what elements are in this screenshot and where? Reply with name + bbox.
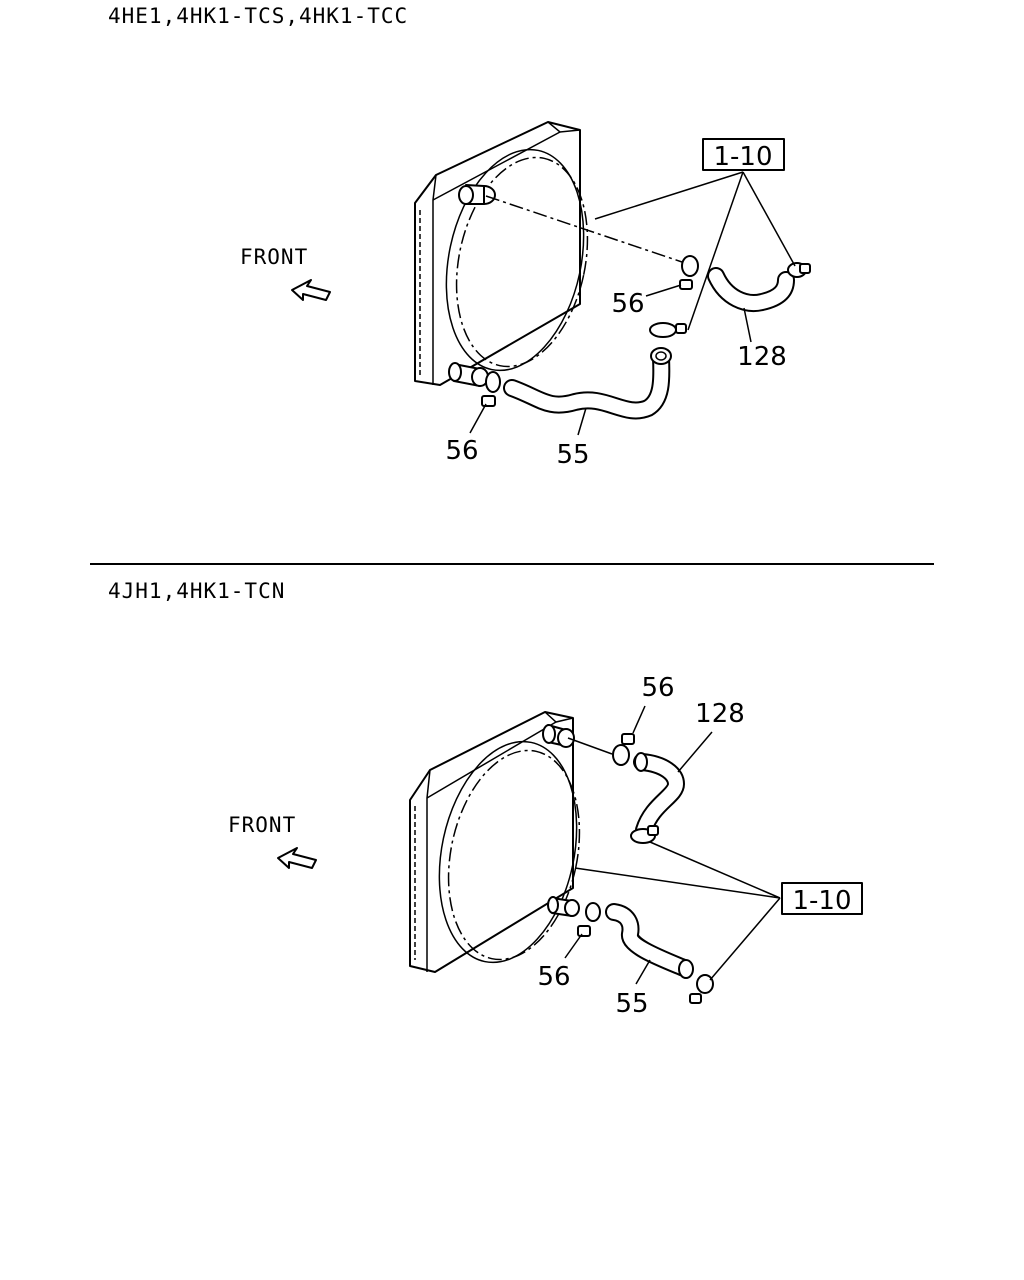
ref-box xyxy=(781,882,863,915)
hose-clamp-icon xyxy=(481,371,501,407)
upper-hose xyxy=(633,752,685,839)
ref-box xyxy=(702,138,785,171)
hose-clamp-icon xyxy=(689,974,714,1004)
upper-hose xyxy=(707,267,795,312)
callout-56-lower: 56 xyxy=(445,436,478,466)
front-label: FRONT xyxy=(228,813,296,837)
callout-55: 55 xyxy=(556,440,589,470)
ref-box-label: 1-10 xyxy=(792,886,851,916)
hose-clamp-icon xyxy=(787,262,811,278)
hose-clamp-icon xyxy=(577,902,601,937)
hose-clamp-icon xyxy=(649,322,687,338)
hose-clamp-icon xyxy=(679,255,699,290)
hose-clamp-icon xyxy=(630,825,659,844)
front-arrow-icon xyxy=(277,847,317,869)
callout-55: 55 xyxy=(615,989,648,1019)
callout-128: 128 xyxy=(737,342,787,372)
callout-56-lower: 56 xyxy=(537,962,570,992)
section-2-diagram: FRONT xyxy=(228,673,863,1019)
front-arrow-icon xyxy=(291,279,331,301)
front-label: FRONT xyxy=(240,245,308,269)
section-2-heading: 4JH1,4HK1-TCN xyxy=(108,579,286,603)
hose-clamp-icon xyxy=(612,733,635,766)
callout-128: 128 xyxy=(695,699,745,729)
callout-56-upper: 56 xyxy=(641,673,674,703)
ref-box-label: 1-10 xyxy=(713,142,772,172)
section-1-heading: 4HE1,4HK1-TCS,4HK1-TCC xyxy=(108,4,409,28)
callout-56-upper: 56 xyxy=(611,289,644,319)
radiator-shroud xyxy=(414,121,589,387)
lower-hose xyxy=(605,903,694,979)
section-1-diagram: FRONT xyxy=(240,121,811,470)
radiator-shroud xyxy=(409,711,581,973)
lower-hose xyxy=(503,347,672,420)
